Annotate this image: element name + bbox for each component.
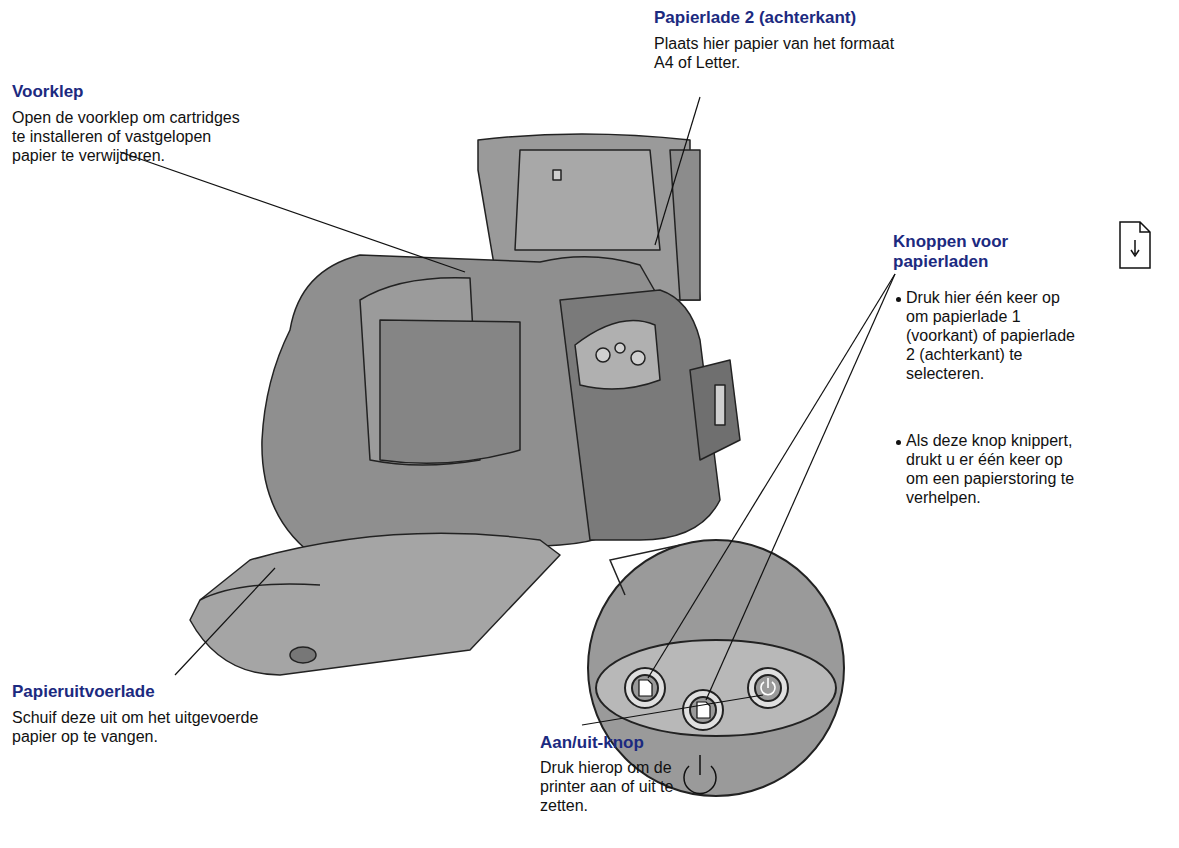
- bullet: [896, 297, 901, 302]
- part-description: Druk hier één keer op om papierlade 1 (v…: [906, 288, 1076, 383]
- part-description: Plaats hier papier van het formaat A4 of…: [654, 34, 904, 72]
- part-description: Als deze knop knippert, drukt u er één k…: [906, 431, 1076, 507]
- part-description: Druk hierop om de printer aan of uit te …: [540, 758, 675, 815]
- part-name: Papieruitvoerlade: [12, 682, 272, 702]
- part-name: Papierlade 2 (achterkant): [654, 8, 974, 28]
- part-description: Open de voorklep om cartridges te instal…: [12, 108, 252, 165]
- part-description: Schuif deze uit om het uitgevoerde papie…: [12, 708, 272, 746]
- part-name: Aan/uit-knop: [540, 733, 740, 753]
- part-name: Knoppen voor papierladen: [893, 232, 1063, 272]
- bullet: [896, 440, 901, 445]
- part-name: Voorklep: [12, 82, 252, 102]
